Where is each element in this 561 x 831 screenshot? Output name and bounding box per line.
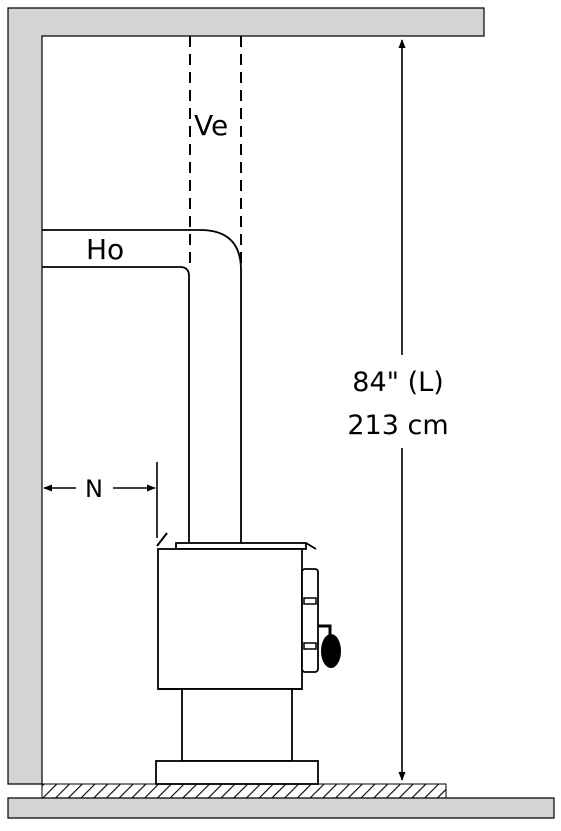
stove [155,532,341,785]
stove-base [155,760,319,785]
side-clearance-label: N [85,475,103,503]
stove-door [301,568,319,673]
door-handle-knob [321,634,341,668]
stove-top-plate [175,542,307,550]
floor-hatching [41,783,447,799]
horizontal-vent-label: Ho [86,233,124,266]
floor-slab [7,797,555,819]
pipe-inner-line [42,266,190,543]
stove-pedestal [181,688,293,762]
vertical-vent-label: Ve [194,109,228,142]
door-hinge-bottom [303,642,317,650]
stove-body [157,548,303,690]
ceiling-and-wall [7,7,485,785]
pipe-outer-line [42,229,242,543]
height-inches-label: 84" (L) [352,367,443,398]
stove-top-lip [305,542,317,550]
stove-deflector [156,532,168,547]
height-cm-label: 213 cm [347,410,448,441]
door-handle-rod [318,624,332,636]
door-hinge-top [303,597,317,605]
